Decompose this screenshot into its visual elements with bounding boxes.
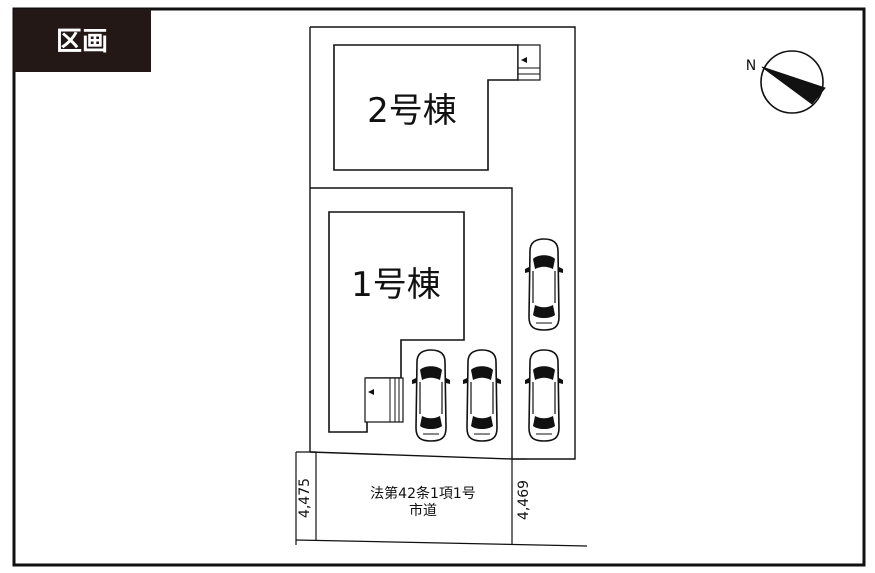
title-badge (14, 9, 151, 72)
parking-car-4 (524, 238, 564, 331)
road-label-line1: 法第42条1項1号 (370, 485, 476, 502)
building-1-entrance (364, 377, 404, 423)
parking-car-2 (462, 349, 502, 442)
parking-car-3 (524, 349, 564, 442)
building-1-label: 1号棟 (351, 265, 441, 305)
building-2-label: 2号棟 (367, 91, 457, 131)
outer-frame (12, 7, 866, 567)
dimension-right: 4,469 (516, 480, 532, 520)
lot-lines (309, 26, 576, 460)
compass-north-label: N (746, 58, 756, 74)
road-label-line2: 市道 (409, 502, 437, 519)
dimension-left: 4,475 (297, 478, 313, 518)
compass-icon (760, 50, 826, 114)
building-2-entrance (517, 44, 541, 81)
page-title: 区画 (56, 27, 108, 57)
parking-car-1 (411, 349, 451, 442)
road-lines (295, 451, 588, 547)
